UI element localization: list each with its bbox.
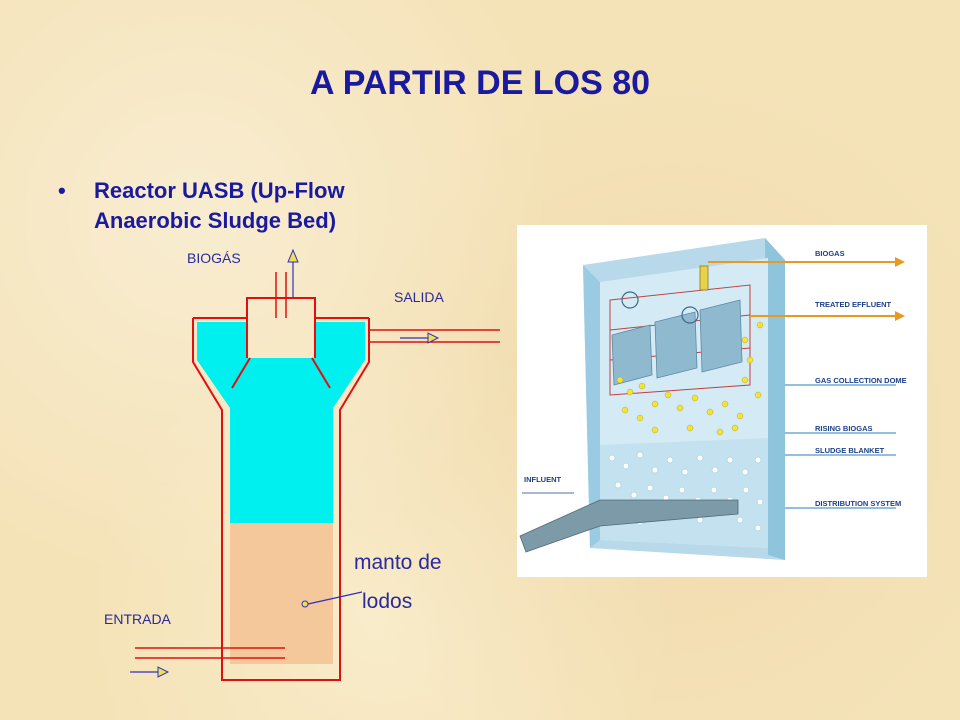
influent-pipe <box>519 499 739 553</box>
leader-lines <box>785 384 896 509</box>
reactor-front-edge <box>583 265 600 548</box>
biogas-arrowhead <box>287 248 299 263</box>
illus-label-biogas: BIOGAS <box>815 249 845 258</box>
deflector-right <box>311 357 331 389</box>
inlet-label: ENTRADA <box>104 611 171 627</box>
biogas-label: BIOGÁS <box>187 250 241 266</box>
bullet-marker: • <box>58 178 66 203</box>
inlet-arrowhead <box>157 666 170 678</box>
reactor-right-wall <box>765 238 785 560</box>
settler-1 <box>611 324 653 386</box>
sludge-pointer-dot <box>301 600 309 608</box>
sludge-label-line1: manto de <box>354 551 442 574</box>
water-zone <box>600 438 768 548</box>
outlet-label: SALIDA <box>394 289 444 305</box>
gas-dome <box>246 297 316 318</box>
illus-label-treated: TREATED EFFLUENT <box>815 300 892 309</box>
bullet-text: Reactor UASB (Up-Flow Anaerobic Sludge B… <box>94 178 345 233</box>
slide-title: A PARTIR DE LOS 80 <box>309 64 651 102</box>
sludge-pointer-line <box>307 591 363 605</box>
illus-label-rising: RISING BIOGAS <box>815 424 873 433</box>
deflector-left <box>231 357 251 389</box>
illus-label-dome: GAS COLLECTION DOME <box>815 376 907 385</box>
outlet-arrowhead <box>427 332 440 344</box>
illus-label-distribution: DISTRIBUTION SYSTEM <box>815 499 901 508</box>
reactor-outline <box>192 318 370 681</box>
sludge-fill <box>230 523 333 664</box>
illus-label-blanket: SLUDGE BLANKET <box>815 446 885 455</box>
biogas-bubbles <box>616 321 764 436</box>
sludge-particles <box>608 451 764 532</box>
settler-3 <box>699 299 743 373</box>
rotor-left <box>621 291 639 309</box>
water-fill <box>197 322 365 523</box>
rotor-right <box>681 306 699 324</box>
gas-outlet-cylinder <box>699 265 709 291</box>
sludge-label-line2: lodos <box>362 590 413 613</box>
illus-label-influent: INFLUENT <box>524 475 561 484</box>
settler-2 <box>654 311 698 379</box>
